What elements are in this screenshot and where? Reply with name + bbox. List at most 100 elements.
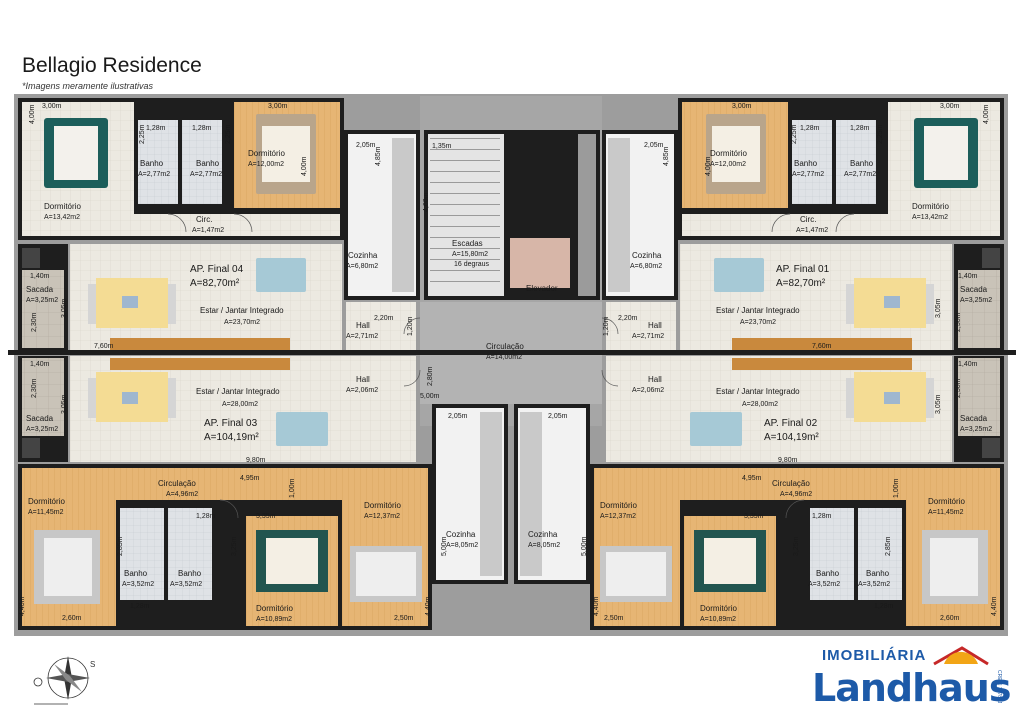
room-area: A=2,71m2 xyxy=(346,333,378,340)
dimension-label: 2,80m xyxy=(427,366,434,386)
hall-tl xyxy=(346,302,416,350)
dining-table xyxy=(690,412,742,446)
room-area: A=28,00m2 xyxy=(742,401,778,408)
banho-br-2 xyxy=(858,508,902,600)
dimension-label: 3,35m xyxy=(256,513,276,520)
dimension-label: 1,28m xyxy=(812,513,832,520)
brand-label: IMOBILIÁRIA xyxy=(822,647,927,664)
circulacao-br xyxy=(594,468,1000,500)
living-ap04 xyxy=(70,244,342,350)
room-name: Cozinha xyxy=(632,251,662,260)
room-area: A=2,77m2 xyxy=(792,171,824,178)
dimension-label: 4,40m xyxy=(991,596,998,616)
room-name: Banho xyxy=(866,569,890,578)
room-area: A=14,00m2 xyxy=(486,354,522,361)
dimension-label: 3,25m xyxy=(231,536,238,556)
dimension-label: 4,85m xyxy=(375,146,382,166)
dimension-label: 1,28m xyxy=(874,603,894,610)
stair-tread xyxy=(430,204,500,205)
dining-table xyxy=(714,258,764,292)
room-name: Banho xyxy=(140,159,164,168)
unit-area: A=104,19m² xyxy=(764,432,819,443)
room-area: A=11,45m2 xyxy=(928,509,964,516)
room-name: Estar / Jantar Integrado xyxy=(200,306,284,315)
dimension-label: 1,20m xyxy=(603,316,610,336)
stair-tread xyxy=(430,182,500,183)
dimension-label: 2,05m xyxy=(548,413,568,420)
room-name: 16 degraus xyxy=(454,261,490,268)
dimension-label: 3,25m xyxy=(793,536,800,556)
room-area: A=4,96m2 xyxy=(780,491,812,498)
dimension-label: 2,30m xyxy=(31,378,38,398)
unit-name: AP. Final 01 xyxy=(776,264,830,275)
room-area: A=8,05m2 xyxy=(528,542,560,549)
room-area: A=8,05m2 xyxy=(446,542,478,549)
unit-ap04 xyxy=(18,98,344,240)
room-name: Cozinha xyxy=(348,251,378,260)
room-area: A=3,25m2 xyxy=(26,426,58,433)
room-name: Estar / Jantar Integrado xyxy=(196,387,280,396)
dimension-label: 2,05m xyxy=(356,142,376,149)
dimension-label: 2,50m xyxy=(394,615,414,622)
dimension-label: 3,00m xyxy=(268,103,288,110)
dimension-label: 4,85m xyxy=(663,146,670,166)
room-name: Dormitório xyxy=(364,501,401,510)
dimension-label: 1,00m xyxy=(289,478,296,498)
room-name: Sacada xyxy=(960,414,988,423)
room-area: A=2,06m2 xyxy=(346,387,378,394)
unit-name: AP. Final 02 xyxy=(764,418,818,429)
dimension-label: 4,00m xyxy=(301,156,308,176)
room-area: A=28,00m2 xyxy=(222,401,258,408)
brand-name: Landhaus xyxy=(812,666,1011,710)
unit-name: AP. Final 04 xyxy=(190,264,244,275)
living-ap02 xyxy=(606,356,952,462)
room-area: A=23,70m2 xyxy=(740,319,776,326)
dimension-label: 3,05m xyxy=(935,298,942,318)
room-area: A=1,47m2 xyxy=(192,227,224,234)
compass-label: S xyxy=(90,660,96,669)
room-name: Hall xyxy=(356,375,370,384)
room-area: A=2,06m2 xyxy=(632,387,664,394)
room-name: Banho xyxy=(196,159,220,168)
dimension-label: 5,00m xyxy=(441,536,448,556)
banho-tl-1 xyxy=(138,120,178,204)
room-area: A=6,80m2 xyxy=(346,263,378,270)
stair-tread xyxy=(430,259,500,260)
dimension-label: 4,40m xyxy=(593,596,600,616)
stair-tread xyxy=(430,248,500,249)
dimension-label: 4,40m xyxy=(19,596,26,616)
kitchen-bl xyxy=(432,404,508,584)
room-area: A=10,89m2 xyxy=(256,616,292,623)
room-area: A=1,47m2 xyxy=(796,227,828,234)
room-name: Sacada xyxy=(26,285,54,294)
dimension-label: 1,28m xyxy=(196,513,216,520)
hall-tr xyxy=(606,302,676,350)
stair-tread xyxy=(430,237,500,238)
dimension-label: 4,95m xyxy=(742,475,762,482)
stair-tread xyxy=(430,171,500,172)
dimension-label: 5,00m xyxy=(581,536,588,556)
room-name: Dormitório xyxy=(256,604,293,613)
room-area: A=10,89m2 xyxy=(700,616,736,623)
dimension-label: 1,35m xyxy=(432,143,452,150)
room-name: Banho xyxy=(124,569,148,578)
dimension-label: 3,00m xyxy=(940,103,960,110)
room-name: Dormitório xyxy=(44,202,81,211)
dimension-label: 1,20m xyxy=(407,316,414,336)
room-name: Dormitório xyxy=(600,501,637,510)
dimension-label: 2,25m xyxy=(791,124,798,144)
room-name: Hall xyxy=(356,321,370,330)
room-area: A=13,42m2 xyxy=(912,214,948,221)
dimension-label: 2,60m xyxy=(62,615,82,622)
stair-tread xyxy=(430,215,500,216)
stair-tread xyxy=(430,226,500,227)
dimension-label: 3,35m xyxy=(744,513,764,520)
unit-area: A=82,70m² xyxy=(776,278,826,289)
stair-tread xyxy=(430,193,500,194)
room-name: Circulação xyxy=(772,479,810,488)
room-name: Cozinha xyxy=(446,530,476,539)
dimension-label: 4,40m xyxy=(425,596,432,616)
room-name: Banho xyxy=(850,159,874,168)
page-title: Bellagio Residence xyxy=(22,54,202,77)
dimension-label: 4,00m xyxy=(983,104,990,124)
